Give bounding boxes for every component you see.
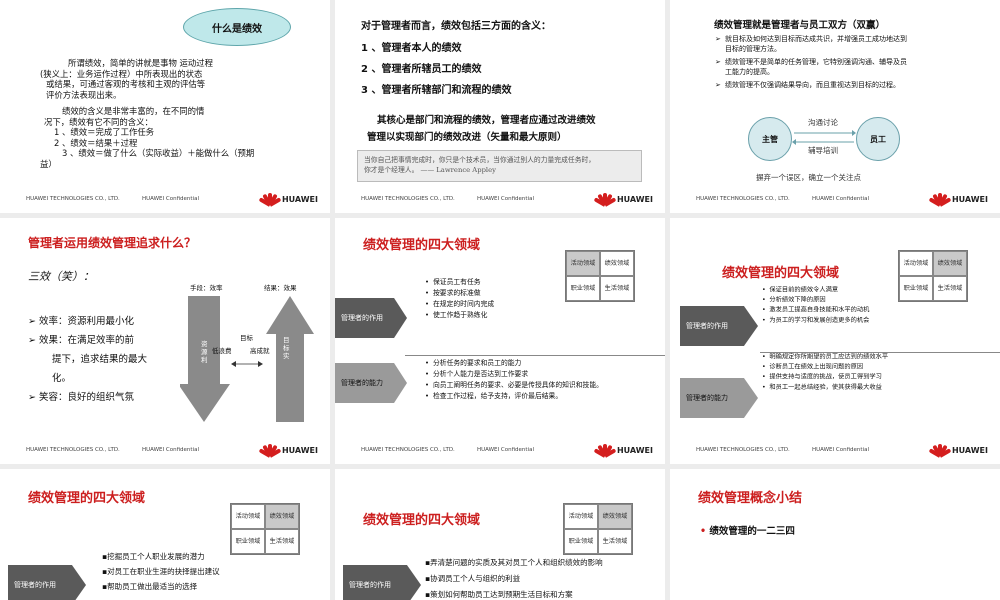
result-label: 结果：效果 <box>264 284 297 292</box>
effects-list: ➢ 效率：资源利用最小化 ➢ 效果：在满足效率的前 提下，追求结果的最大 化。 … <box>28 316 148 403</box>
slide-title: 绩效管理的四大领域 <box>722 266 840 281</box>
slide-three-meanings[interactable]: 对于管理者而言，绩效包括三方面的含义： 1 、管理者本人的绩效 2 、管理者所辖… <box>335 0 665 213</box>
summary-list: • 绩效管理的一二三四 <box>700 526 795 537</box>
role-arrow: 管理者的作用 <box>680 306 758 346</box>
square-bullet-icon: ▪ <box>425 574 431 583</box>
arrow-bullet-icon: ➢ <box>715 35 721 43</box>
role-arrow: 管理者的作用 <box>8 565 86 600</box>
slide-title: 绩效管理的四大领域 <box>363 238 481 253</box>
ability-arrow: 管理者的能力 <box>680 378 758 418</box>
role-list: ▪挖掘员工个人职业发展的潜力 ▪对员工在职业生涯的抉择提出建议 ▪帮助员工做出最… <box>102 552 220 591</box>
slide-footer: HUAWEI TECHNOLOGIES CO., LTD. HUAWEI Con… <box>0 442 330 464</box>
up-arrow-label: 目标实 <box>283 336 290 360</box>
domain-grid: 活动领域 绩效领域 职业领域 生活领域 <box>563 503 633 555</box>
bullet-list: ➢就目标及如何达到目标而达成共识，并增强员工成功地达到目标的管理方法。 ➢绩效管… <box>715 35 907 89</box>
arrow-bullet-icon: ➢ <box>715 81 721 89</box>
huawei-petal-icon <box>928 193 952 207</box>
square-bullet-icon: ▪ <box>425 590 431 599</box>
huawei-logo: HUAWEI <box>258 193 318 207</box>
target-label: 目标 <box>240 334 253 342</box>
role-list: 保证目前的绩效令人满意 分析绩效下降的原因 激发员工提高自身技能和水平的动机 为… <box>762 285 869 325</box>
means-label: 手段：效率 <box>190 284 223 292</box>
quote-box: 当你自己把事情完成时，你只是个技术员，当你通过别人的力量完成任务时， 你才是个经… <box>357 150 642 182</box>
slide-four-domains-career[interactable]: 绩效管理的四大领域 活动领域 绩效领域 职业领域 生活领域 管理者的作用 ▪挖掘… <box>0 469 330 600</box>
meaning-paragraph: 绩效的含义是非常丰富的，在不同的情 况下，绩效有它不同的含义： 1 、绩效＝完成… <box>40 106 255 169</box>
slide-what-is-performance[interactable]: 什么是绩效 所谓绩效，简单的讲就是事物 运动过程 (狭义上：业务运作过程）中所表… <box>0 0 330 213</box>
role-arrow: 管理者的作用 <box>343 565 421 600</box>
ability-list: 明确规定你所期望的员工应达到的绩效水平 诊断员工在绩效上出现问题的原因 提供支持… <box>762 352 888 392</box>
huawei-logo: HUAWEI <box>593 444 653 458</box>
slide-footer: HUAWEI TECHNOLOGIES CO., LTD. HUAWEI Con… <box>335 442 665 464</box>
square-bullet-icon: ▪ <box>102 582 108 591</box>
role-arrow: 管理者的作用 <box>335 298 407 338</box>
ability-arrow: 管理者的能力 <box>335 363 407 403</box>
slide-four-domains-performance[interactable]: 绩效管理的四大领域 活动领域 绩效领域 职业领域 生活领域 管理者的作用 保证目… <box>670 218 1000 464</box>
caption: 摒弃一个误区，确立一个关注点 <box>756 173 861 182</box>
communication-label: 沟通讨论 <box>808 118 838 127</box>
slide-title: 绩效管理概念小结 <box>698 491 803 506</box>
slide-three-effects[interactable]: 管理者运用绩效管理追求什么？ 三效（笑）： ➢ 效率：资源利用最小化 ➢ 效果：… <box>0 218 330 464</box>
meaning-list: 1 、管理者本人的绩效 2 、管理者所辖员工的绩效 3 、管理者所辖部门和流程的… <box>361 43 512 96</box>
down-arrow-label: 资源利 <box>201 340 208 364</box>
bullet-icon: • <box>700 526 710 537</box>
slide-win-win[interactable]: 绩效管理就是管理者与员工双方（双赢） ➢就目标及如何达到目标而达成共识，并增强员… <box>670 0 1000 213</box>
huawei-petal-icon <box>928 444 952 458</box>
arrow-bullet-icon: ➢ <box>715 58 721 66</box>
arrow-bullet-icon: ➢ <box>28 335 39 346</box>
coaching-label: 辅导培训 <box>808 146 838 155</box>
slide-footer: HUAWEI TECHNOLOGIES CO., LTD. HUAWEI Con… <box>670 442 1000 464</box>
employee-circle: 员工 <box>856 117 900 161</box>
slide-title: 绩效管理就是管理者与员工双方（双赢） <box>714 20 886 31</box>
ability-list: 分析任务的要求和员工的能力 分析个人能力是否达到工作要求 向员工阐明任务的要求、… <box>425 358 603 402</box>
huawei-logo: HUAWEI <box>593 193 653 207</box>
low-waste-label: 低浪费 <box>212 347 232 355</box>
huawei-petal-icon <box>258 193 282 207</box>
title-cloud: 什么是绩效 <box>183 8 291 46</box>
subtitle: 三效（笑）： <box>28 270 94 283</box>
role-list: ▪弄清楚问题的实质及其对员工个人和组织绩效的影响 ▪协调员工个人与组织的利益 ▪… <box>425 558 603 599</box>
slide-footer: HUAWEI TECHNOLOGIES CO., LTD. HUAWEI Con… <box>335 191 665 213</box>
definition-paragraph: 所谓绩效，简单的讲就是事物 运动过程 (狭义上：业务运作过程）中所表现出的状态 … <box>40 58 214 100</box>
huawei-petal-icon <box>258 444 282 458</box>
double-arrow-icon <box>792 130 856 145</box>
slide-title: 绩效管理的四大领域 <box>28 491 146 506</box>
domain-grid: 活动领域 绩效领域 职业领域 生活领域 <box>230 503 300 555</box>
slide-footer: HUAWEI TECHNOLOGIES CO., LTD. HUAWEI Con… <box>670 191 1000 213</box>
arrow-bullet-icon: ➢ <box>28 392 39 403</box>
high-achievement-label: 高成就 <box>250 347 270 355</box>
huawei-logo: HUAWEI <box>928 193 988 207</box>
slide-footer: HUAWEI TECHNOLOGIES CO., LTD. HUAWEI Con… <box>0 191 330 213</box>
slide-four-domains-life[interactable]: 绩效管理的四大领域 活动领域 绩效领域 职业领域 生活领域 管理者的作用 ▪弄清… <box>335 469 665 600</box>
up-arrow <box>266 296 314 422</box>
huawei-logo: HUAWEI <box>928 444 988 458</box>
down-arrow <box>180 296 230 422</box>
domain-grid: 活动领域 绩效领域 职业领域 生活领域 <box>898 250 968 302</box>
intro-text: 对于管理者而言，绩效包括三方面的含义： <box>361 21 551 32</box>
huawei-petal-icon <box>593 444 617 458</box>
huawei-petal-icon <box>593 193 617 207</box>
manager-circle: 主管 <box>748 117 792 161</box>
slide-title: 管理者运用绩效管理追求什么？ <box>28 236 197 250</box>
slide-title: 绩效管理的四大领域 <box>363 513 481 528</box>
efficiency-effect-diagram <box>180 296 314 422</box>
core-text: 其核心是部门和流程的绩效，管理者应通过改进绩效 管理以实现部门的绩效改进（矢量和… <box>367 115 596 143</box>
role-list: 保证员工有任务 按要求的标准做 在规定的时间内完成 使工作趋于熟练化 <box>425 277 494 321</box>
square-bullet-icon: ▪ <box>425 558 431 567</box>
arrow-bullet-icon: ➢ <box>28 316 39 327</box>
slide-four-domains-activity[interactable]: 绩效管理的四大领域 活动领域 绩效领域 职业领域 生活领域 管理者的作用 保证员… <box>335 218 665 464</box>
square-bullet-icon: ▪ <box>102 552 108 561</box>
square-bullet-icon: ▪ <box>102 567 108 576</box>
divider <box>405 355 665 356</box>
slide-summary[interactable]: 绩效管理概念小结 • 绩效管理的一二三四 <box>670 469 1000 600</box>
domain-grid: 活动领域 绩效领域 职业领域 生活领域 <box>565 250 635 302</box>
huawei-logo: HUAWEI <box>258 444 318 458</box>
